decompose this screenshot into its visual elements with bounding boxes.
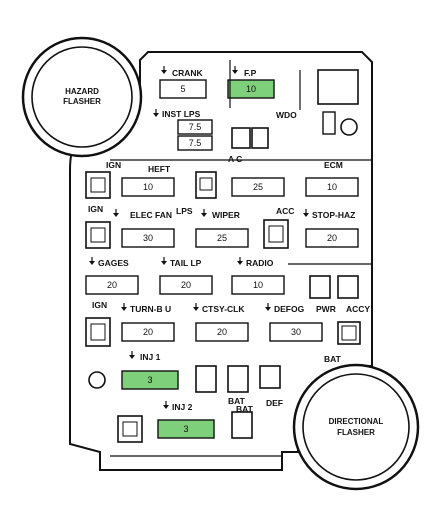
fuse-defog: 30 — [269, 322, 323, 342]
label-heft: HEFT — [148, 164, 171, 174]
svg-text:30: 30 — [143, 233, 153, 243]
directional-label-1: DIRECTIONAL — [329, 417, 384, 426]
label-wiper: WIPER — [212, 210, 240, 220]
label-crank: CRANK — [172, 68, 204, 78]
svg-text:20: 20 — [217, 327, 227, 337]
svg-text:5: 5 — [180, 84, 185, 94]
relay-accy — [337, 321, 361, 345]
label-acc: ACC — [276, 206, 294, 216]
label-fp: F.P — [244, 68, 257, 78]
label-defog: DEFOG — [274, 304, 305, 314]
fuse-ecm: 10 — [305, 177, 359, 197]
svg-text:20: 20 — [327, 233, 337, 243]
label-def: DEF — [266, 398, 283, 408]
svg-text:20: 20 — [107, 280, 117, 290]
fuse-tail-lp: 20 — [159, 275, 213, 295]
svg-text:20: 20 — [181, 280, 191, 290]
fuse-turn-bu: 20 — [121, 322, 175, 342]
fuse-inj1: 3 — [121, 370, 179, 390]
arrow-markers — [89, 66, 309, 409]
relay-ac — [231, 127, 269, 149]
hazard-label-2: FLASHER — [63, 97, 101, 106]
label-ecm: ECM — [324, 160, 343, 170]
fuse-stop-haz: 20 — [305, 228, 359, 248]
label-ign-1: IGN — [106, 160, 121, 170]
fuse-heft: 10 — [121, 177, 175, 197]
label-bat-1: BAT — [324, 354, 342, 364]
fuse-inst-lps-a: 7.5 — [177, 119, 213, 135]
relay-lower-mid — [195, 365, 249, 393]
label-ign-3: IGN — [92, 300, 107, 310]
label-accy: ACCY — [346, 304, 370, 314]
svg-text:10: 10 — [143, 182, 153, 192]
relay-gages-right — [309, 275, 359, 299]
relay-ign-3 — [85, 317, 111, 347]
svg-text:10: 10 — [253, 280, 263, 290]
label-radio: RADIO — [246, 258, 274, 268]
label-lps: LPS — [176, 206, 193, 216]
relay-lps — [195, 171, 217, 199]
relay-acc — [263, 219, 289, 249]
fuse-ctsy-clk: 20 — [195, 322, 249, 342]
label-pwr: PWR — [316, 304, 336, 314]
label-gages: GAGES — [98, 258, 129, 268]
label-stop-haz: STOP-HAZ — [312, 210, 355, 220]
relay-ign-1 — [85, 171, 111, 199]
label-elec-fan: ELEC FAN — [130, 210, 172, 220]
fuse-fp: 10 — [227, 79, 275, 99]
hazard-label-1: HAZARD — [65, 87, 99, 96]
label-bat-3: BAT — [236, 404, 254, 414]
label-inj-1: INJ 1 — [140, 352, 161, 362]
mounting-hole — [340, 118, 358, 136]
svg-text:7.5: 7.5 — [189, 122, 202, 132]
relay-lower-bat — [231, 365, 281, 439]
directional-flasher: DIRECTIONAL FLASHER — [292, 363, 420, 491]
relay-ign-2 — [85, 221, 111, 249]
fuse-gages: 20 — [85, 275, 139, 295]
hazard-flasher: HAZARD FLASHER — [21, 36, 143, 158]
svg-text:20: 20 — [143, 327, 153, 337]
fuse-ign-mid: 25 — [231, 177, 285, 197]
top-right-connector — [299, 69, 359, 135]
fuse-inst-lps-b: 7.5 — [177, 135, 213, 151]
label-ctsy-clk: CTSY-CLK — [202, 304, 245, 314]
fuse-radio: 10 — [231, 275, 285, 295]
svg-text:3: 3 — [147, 375, 152, 385]
fuse-wiper: 25 — [195, 228, 249, 248]
label-ac: A C — [228, 154, 242, 164]
label-bat-2: BAT — [228, 396, 246, 406]
fuse-crank: 5 — [159, 79, 207, 99]
label-wdo: WDO — [276, 110, 297, 120]
label-turn-bu: TURN-B U — [130, 304, 171, 314]
fuse-elec-fan: 30 — [121, 228, 175, 248]
svg-text:7.5: 7.5 — [189, 138, 202, 148]
svg-text:10: 10 — [246, 84, 256, 94]
svg-text:30: 30 — [291, 327, 301, 337]
svg-text:25: 25 — [217, 233, 227, 243]
svg-text:25: 25 — [253, 182, 263, 192]
label-inj-2: INJ 2 — [172, 402, 193, 412]
label-ign-2: IGN — [88, 204, 103, 214]
fuse-inj2: 3 — [157, 419, 215, 439]
mounting-hole — [88, 371, 106, 389]
svg-text:3: 3 — [183, 424, 188, 434]
label-inst-lps: INST LPS — [162, 109, 201, 119]
directional-label-2: FLASHER — [337, 428, 375, 437]
label-tail-lp: TAIL LP — [170, 258, 202, 268]
svg-text:10: 10 — [327, 182, 337, 192]
relay-lower-left — [117, 415, 143, 443]
